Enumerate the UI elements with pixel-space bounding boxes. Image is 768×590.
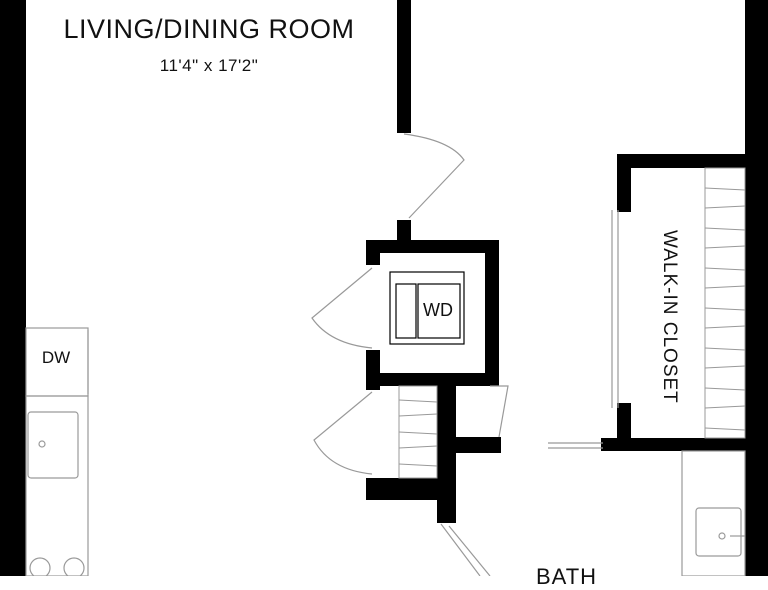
bath-door-swing: [448, 525, 491, 576]
dishwasher-label: DW: [41, 348, 71, 367]
entry-door-swing: [403, 133, 465, 219]
doors: [311, 133, 619, 576]
walk-in-closet-label: WALK-IN CLOSET: [659, 230, 680, 404]
bath-vanity: [681, 450, 746, 576]
kitchen-fixtures: [25, 327, 89, 576]
laundry-wall-left-upper: [366, 240, 380, 265]
door-jamb-stub: [397, 220, 411, 242]
living-room-name: LIVING/DINING ROOM: [63, 14, 355, 44]
closet-wall-left-upper: [617, 154, 631, 212]
linen-wall-left-lower: [366, 478, 380, 500]
left-exterior-wall: [0, 0, 26, 576]
walls: [0, 0, 768, 576]
kitchen-sink: [27, 411, 79, 479]
laundry-wall-bottom: [366, 373, 499, 386]
linen-door-swing: [313, 391, 373, 475]
living-room-dimensions: 11'4" x 17'2": [159, 56, 259, 75]
washer-dryer: [389, 271, 465, 345]
closet-wall-top: [617, 154, 748, 168]
kitchen-counter: [25, 395, 89, 576]
closet-wall-bottom: [601, 438, 748, 451]
closet-door-track: [548, 442, 603, 449]
closet-shelving: [398, 167, 746, 479]
closet-slider: [611, 210, 619, 408]
laundry-wall-top: [366, 240, 499, 253]
linen-wall-bottom: [366, 478, 456, 500]
bath-sink: [695, 507, 742, 557]
right-exterior-wall: [745, 0, 768, 576]
washer-dryer-label: WD: [423, 300, 453, 320]
living-partition-wall: [397, 0, 411, 133]
laundry-wall-right: [485, 240, 499, 383]
bath-label: BATH: [536, 564, 598, 589]
bath-door-swing-2: [440, 523, 481, 576]
small-door-leaf: [490, 385, 509, 438]
closet-wall-left-lower: [617, 403, 631, 444]
floor-plan: [0, 0, 768, 576]
bath-fixtures: [681, 450, 746, 576]
laundry-door-swing: [311, 267, 373, 349]
center-wall-spur: [437, 437, 501, 453]
